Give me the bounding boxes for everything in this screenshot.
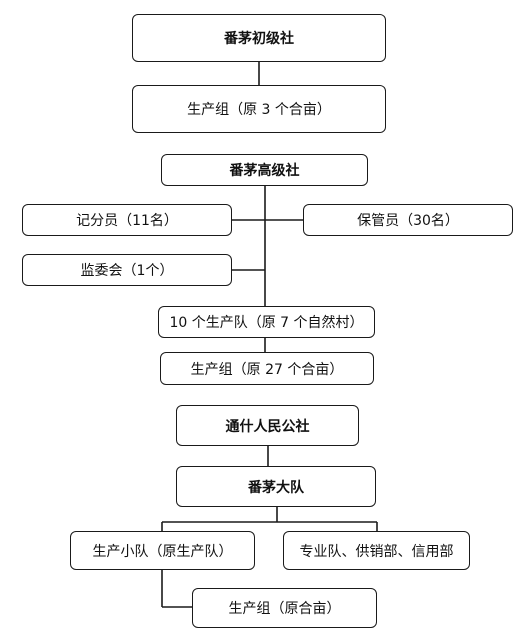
node-jifenyuan: 记分员（11名） [22, 204, 232, 236]
node-zhuanyedui-gongxiao-xinyong: 专业队、供销部、信用部 [283, 531, 470, 570]
node-shengchanzu-3-heimu: 生产组（原 3 个合亩） [132, 85, 386, 133]
node-shengchan-xiaodui: 生产小队（原生产队） [70, 531, 255, 570]
node-tongshi-gongshe: 通什人民公社 [176, 405, 359, 446]
node-shengchanzu-27-heimu: 生产组（原 27 个合亩） [160, 352, 374, 385]
node-jianweihui: 监委会（1个） [22, 254, 232, 286]
node-10-shengchandui: 10 个生产队（原 7 个自然村） [158, 306, 375, 338]
node-baoguanyuan: 保管员（30名） [303, 204, 513, 236]
node-fanmao-chuji: 番茅初级社 [132, 14, 386, 62]
node-shengchanzu-heimu: 生产组（原合亩） [192, 588, 377, 628]
node-fanmao-gaoji: 番茅高级社 [161, 154, 368, 186]
node-fanmao-dadui: 番茅大队 [176, 466, 376, 507]
